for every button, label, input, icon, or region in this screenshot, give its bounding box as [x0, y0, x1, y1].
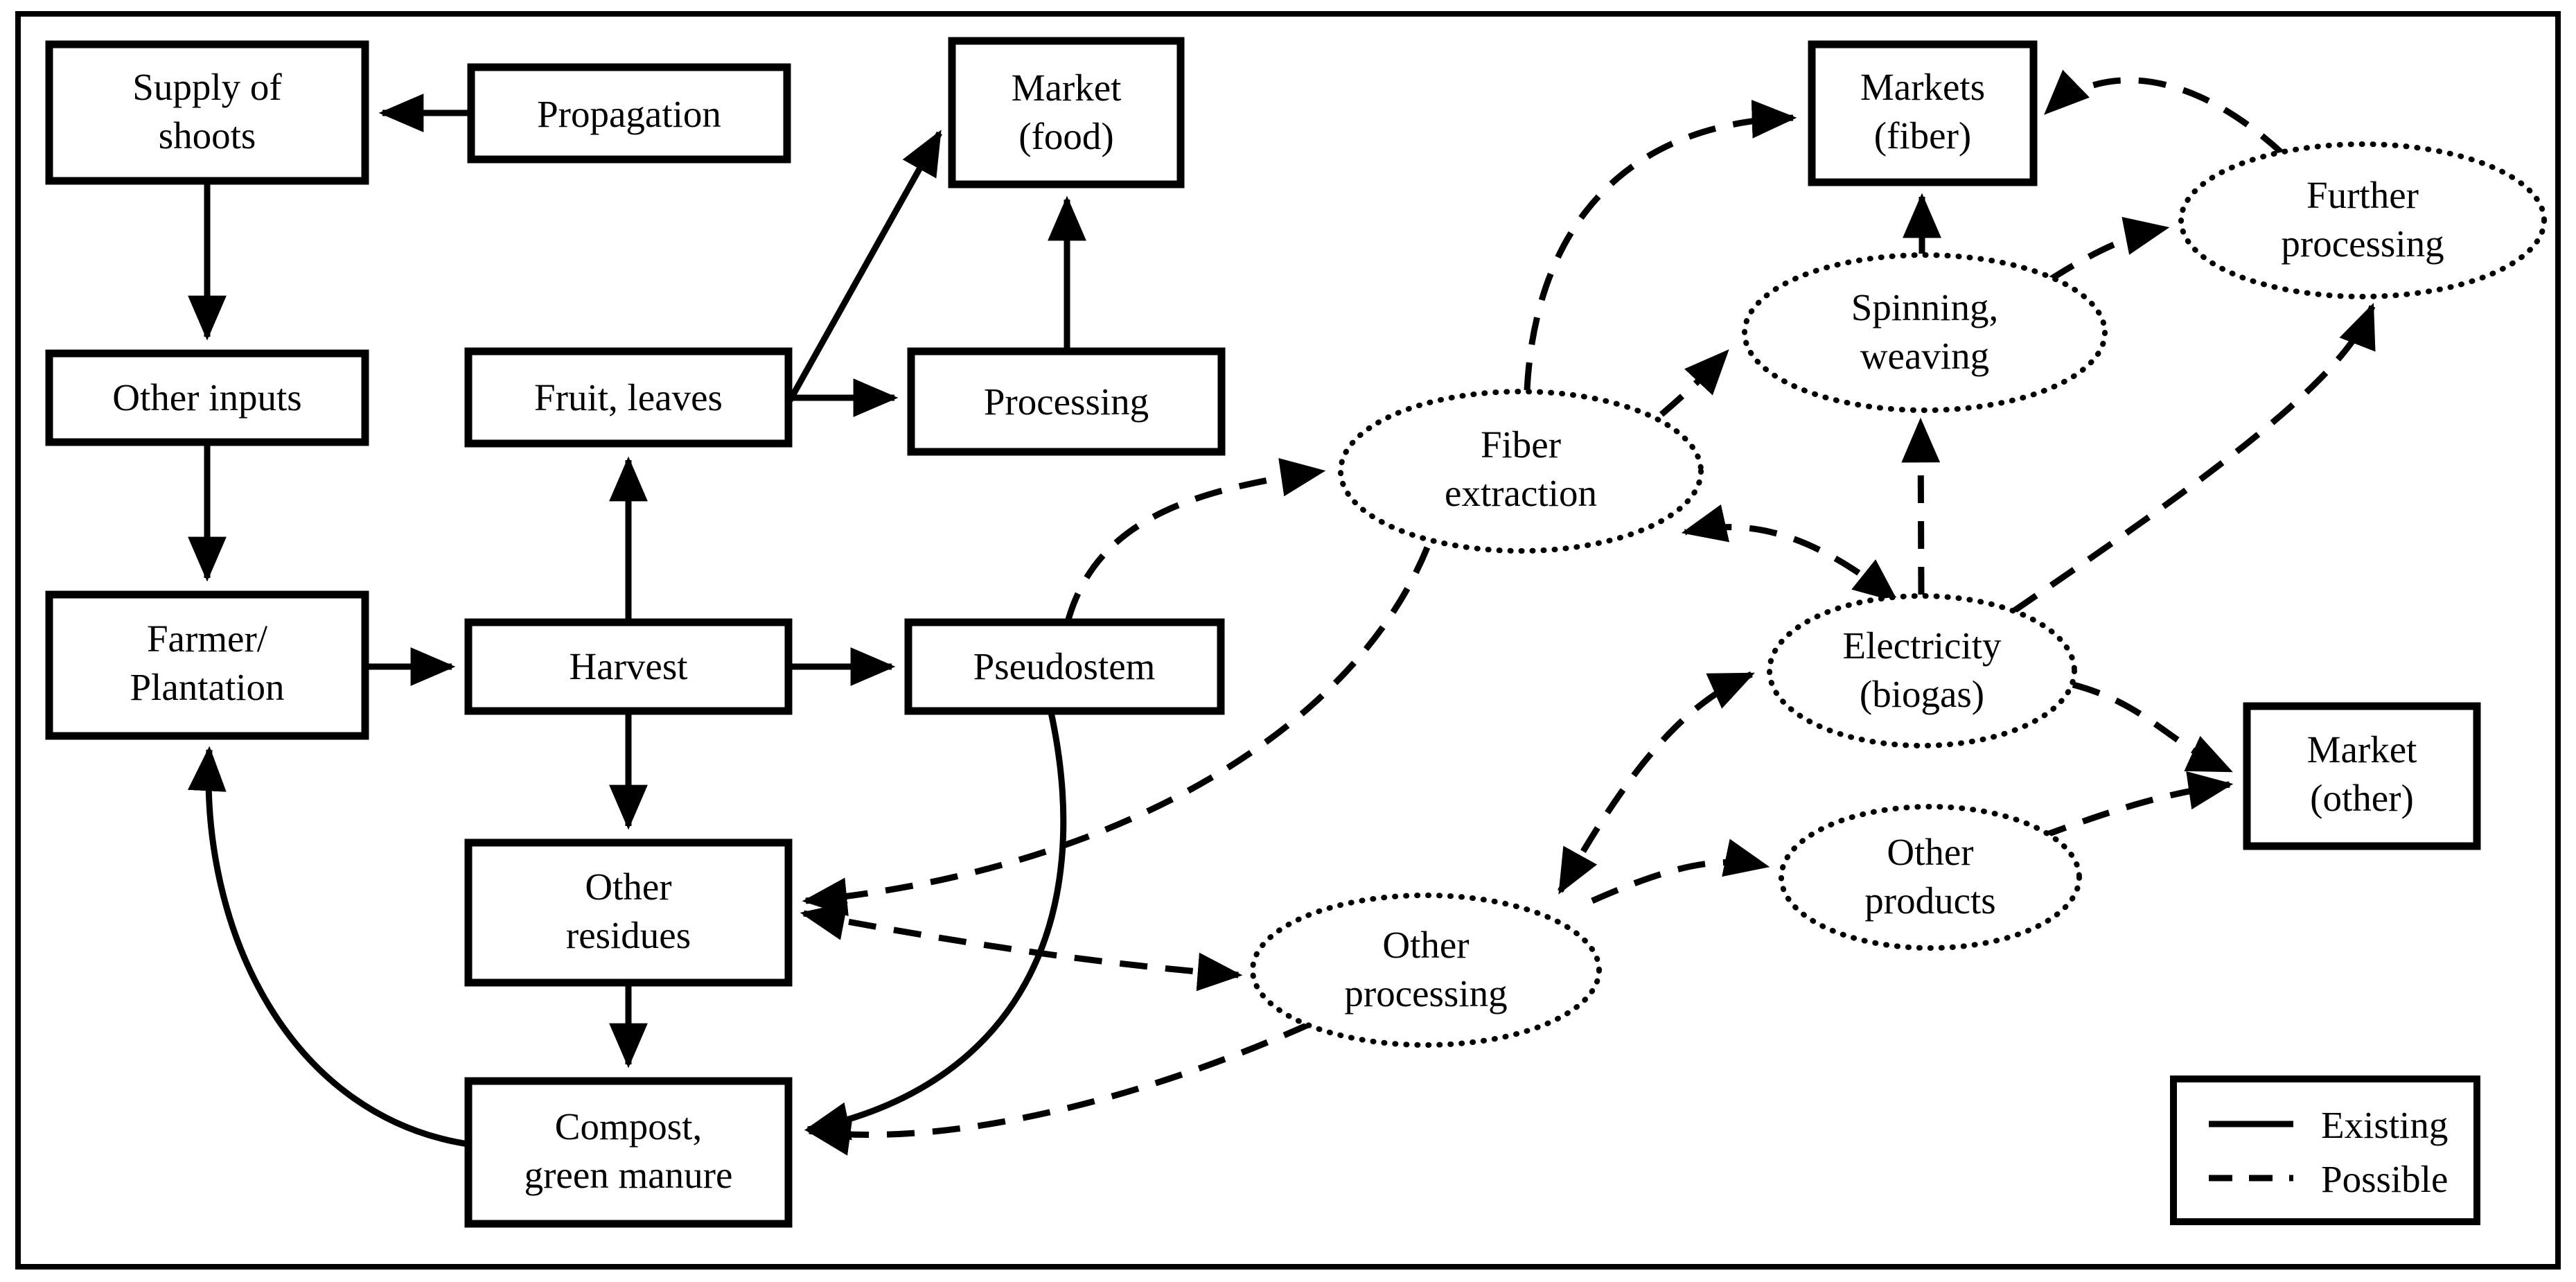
other-residues-label2: residues — [566, 914, 691, 956]
node-other-products: Other products — [1779, 804, 2082, 951]
processing-shape — [907, 347, 1226, 456]
edge-other-products-to-market-other — [2038, 771, 2234, 841]
node-markets-fiber: Markets (fiber) — [1808, 40, 2038, 186]
market-food-shape — [948, 37, 1185, 188]
node-fruit-leaves: Fruit, leaves — [464, 347, 793, 448]
node-spinning-weaving: Spinning, weaving — [1742, 252, 2108, 413]
supply-of-shoots-label2: shoots — [159, 114, 256, 157]
edge-fruit-leaves-to-market-food — [787, 130, 942, 403]
other-products-label: Other — [1887, 831, 1973, 873]
electricity-biogas-label2: (biogas) — [1860, 673, 1984, 715]
other-processing-shape — [1250, 893, 1602, 1048]
processing-label: Processing — [984, 380, 1149, 423]
further-processing-shape — [2178, 141, 2547, 299]
farmer-plantation-shape — [45, 590, 369, 740]
node-supply-of-shoots: Supply of shoots — [45, 40, 369, 185]
edge-pseudostem-to-compost — [804, 712, 1067, 1141]
spinning-weaving-shape — [1742, 252, 2108, 413]
compost-label2: green manure — [524, 1154, 733, 1196]
other-processing-label2: processing — [1344, 972, 1507, 1015]
farmer-plantation-label2: Plantation — [130, 666, 284, 708]
edge-fiber-extraction-to-other-residues — [802, 546, 1431, 917]
fiber-extraction-shape — [1338, 389, 1704, 554]
legend-box — [2170, 1075, 2480, 1225]
other-products-label2: products — [1864, 879, 1995, 922]
other-residues-shape — [464, 838, 793, 987]
node-processing: Processing — [907, 347, 1226, 456]
electricity-biogas-shape — [1767, 593, 2077, 748]
supply-of-shoots-shape — [45, 40, 369, 185]
market-other-shape — [2243, 702, 2481, 850]
harvest-label: Harvest — [569, 645, 687, 687]
edge-electricity-fiber-extraction-bidirectional — [1681, 504, 1899, 603]
farmer-plantation-label: Farmer/ — [147, 617, 268, 660]
node-fiber-extraction: Fiber extraction — [1338, 389, 1704, 554]
market-food-label: Market — [1012, 67, 1122, 109]
edge-electricity-to-further-processing — [2011, 302, 2376, 614]
pseudostem-shape — [904, 618, 1225, 715]
markets-fiber-label2: (fiber) — [1874, 114, 1971, 157]
edge-further-processing-to-markets-fiber — [2044, 69, 2286, 157]
spinning-weaving-label: Spinning, — [1851, 286, 1998, 328]
markets-fiber-label: Markets — [1860, 66, 1985, 108]
market-other-label: Market — [2307, 728, 2417, 771]
node-pseudostem: Pseudostem — [904, 618, 1225, 715]
propagation-shape — [467, 63, 791, 164]
further-processing-label: Further — [2306, 174, 2419, 216]
pseudostem-label: Pseudostem — [973, 645, 1156, 687]
node-market-other: Market (other) — [2243, 702, 2481, 850]
fiber-extraction-label: Fiber — [1481, 423, 1561, 466]
node-electricity-biogas: Electricity (biogas) — [1767, 593, 2077, 748]
other-processing-label: Other — [1382, 924, 1469, 966]
compost-shape — [464, 1077, 793, 1228]
markets-fiber-shape — [1808, 40, 2038, 186]
figure-border — [15, 11, 2561, 1270]
edge-other-processing-to-compost — [805, 1021, 1311, 1156]
edge-fiber-extraction-to-markets-fiber — [1524, 99, 1797, 391]
legend: Existing Possible — [2170, 1075, 2480, 1225]
node-further-processing: Further processing — [2178, 141, 2547, 299]
edge-other-residues-other-processing-bidirectional — [800, 902, 1243, 992]
fruit-leaves-shape — [464, 347, 793, 448]
other-inputs-shape — [45, 349, 369, 446]
edge-fiber-extraction-to-spinning-weaving — [1659, 349, 1729, 417]
legend-existing-label: Existing — [2321, 1104, 2448, 1146]
edge-spinning-weaving-to-further-processing — [2047, 217, 2170, 283]
further-processing-label2: processing — [2281, 222, 2444, 265]
node-other-inputs: Other inputs — [45, 349, 369, 446]
propagation-label: Propagation — [537, 93, 721, 135]
other-products-shape — [1779, 804, 2082, 951]
edges-possible — [800, 69, 2376, 1156]
edge-other-processing-electricity-bidirectional — [1558, 671, 1755, 895]
edge-pseudostem-to-fiber-extraction — [1065, 457, 1326, 621]
edge-electricity-to-market-other — [2072, 681, 2233, 774]
fiber-extraction-label2: extraction — [1445, 472, 1597, 514]
node-harvest: Harvest — [464, 618, 793, 715]
harvest-shape — [464, 618, 793, 715]
electricity-biogas-label: Electricity — [1842, 624, 2002, 667]
node-farmer-plantation: Farmer/ Plantation — [45, 590, 369, 740]
node-compost-green-manure: Compost, green manure — [464, 1077, 793, 1228]
supply-of-shoots-label: Supply of — [132, 66, 282, 108]
other-residues-label: Other — [585, 866, 671, 908]
market-other-label2: (other) — [2310, 777, 2414, 819]
fruit-leaves-label: Fruit, leaves — [534, 376, 723, 419]
other-inputs-label: Other inputs — [112, 376, 301, 419]
market-food-label2: (food) — [1018, 115, 1113, 157]
legend-possible-label: Possible — [2321, 1158, 2448, 1200]
spinning-weaving-label2: weaving — [1860, 335, 1989, 377]
node-propagation: Propagation — [467, 63, 791, 164]
compost-label: Compost, — [555, 1105, 702, 1148]
edge-compost-to-farmer — [188, 746, 473, 1148]
node-market-food: Market (food) — [948, 37, 1185, 188]
edge-other-processing-to-other-products — [1591, 838, 1770, 904]
node-other-residues: Other residues — [464, 838, 793, 987]
node-other-processing: Other processing — [1250, 893, 1602, 1048]
